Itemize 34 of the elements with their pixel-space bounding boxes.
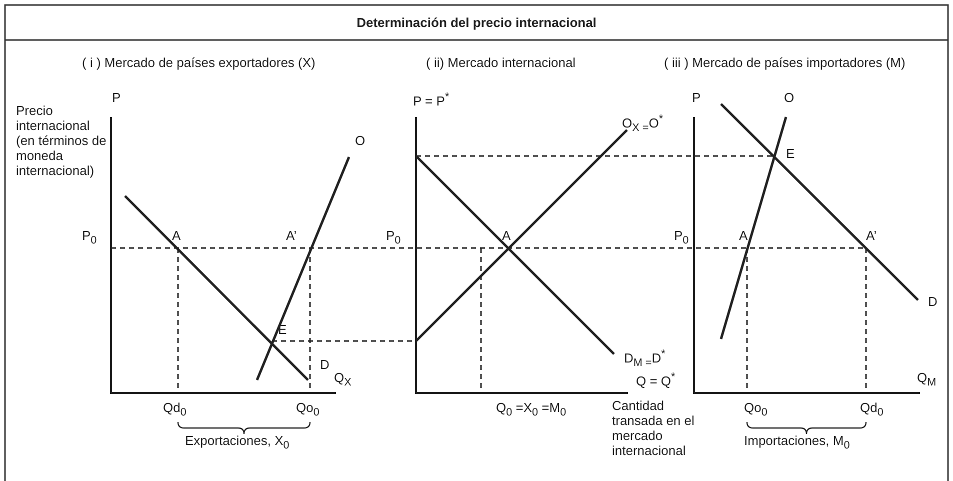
point-label: A — [172, 228, 181, 243]
curve-label: O — [784, 90, 794, 105]
diagram-title: Determinación del precio internacional — [356, 14, 598, 32]
axis-title: Precio internacional (en términos de moneda internacional) — [16, 103, 108, 178]
axis-label: Q$_{X}$ — [334, 370, 352, 391]
tick-label: Qd$_{0}$ — [860, 400, 884, 421]
point-label: A’ — [286, 228, 297, 243]
panel-heading: ( ii) Mercado internacional — [426, 55, 576, 70]
tick-label: Qo$_{0}$ — [744, 400, 768, 421]
tick-label: Qo$_{0}$ — [296, 400, 320, 421]
axis-label: P — [112, 90, 121, 105]
price-label: P$_{0}$ — [82, 228, 97, 249]
curve-label: D — [320, 357, 330, 372]
curve-label: O — [355, 133, 366, 148]
brace-label: Exportaciones, X$_{0}$ — [185, 433, 290, 454]
axis-label: P — [692, 90, 701, 105]
tick-label: Qd$_{0}$ — [163, 400, 186, 421]
point-label: E — [786, 146, 795, 161]
price-label: P$_{0}$ — [386, 228, 401, 249]
axis-title: Cantidad transada en el mercado internacional — [612, 398, 696, 458]
brace-label: Importaciones, M$_{0}$ — [744, 433, 850, 454]
panel-heading: ( i ) Mercado de países exportadores (X) — [82, 55, 316, 70]
point-label: A — [502, 228, 511, 243]
curve-label: D — [928, 294, 938, 309]
price-label: P$_{0}$ — [674, 228, 689, 249]
point-label: A — [739, 228, 748, 243]
panel-heading: ( iii ) Mercado de países importadores (M) — [664, 55, 906, 70]
axis-label: Q$_{M}$ — [917, 370, 936, 391]
axis-label: P = P$^{*}$ — [413, 90, 450, 108]
curve-label: O$_{X =}$O$^{*}$ — [622, 112, 664, 136]
tick-label: Q$_{0}$ =X$_{0}$ =M$_{0}$ — [496, 400, 566, 421]
axis-label: Q = Q$^{*}$ — [636, 370, 676, 388]
point-label: A’ — [866, 228, 877, 243]
curve-label: D$_{M =}$D$^{*}$ — [624, 347, 666, 371]
